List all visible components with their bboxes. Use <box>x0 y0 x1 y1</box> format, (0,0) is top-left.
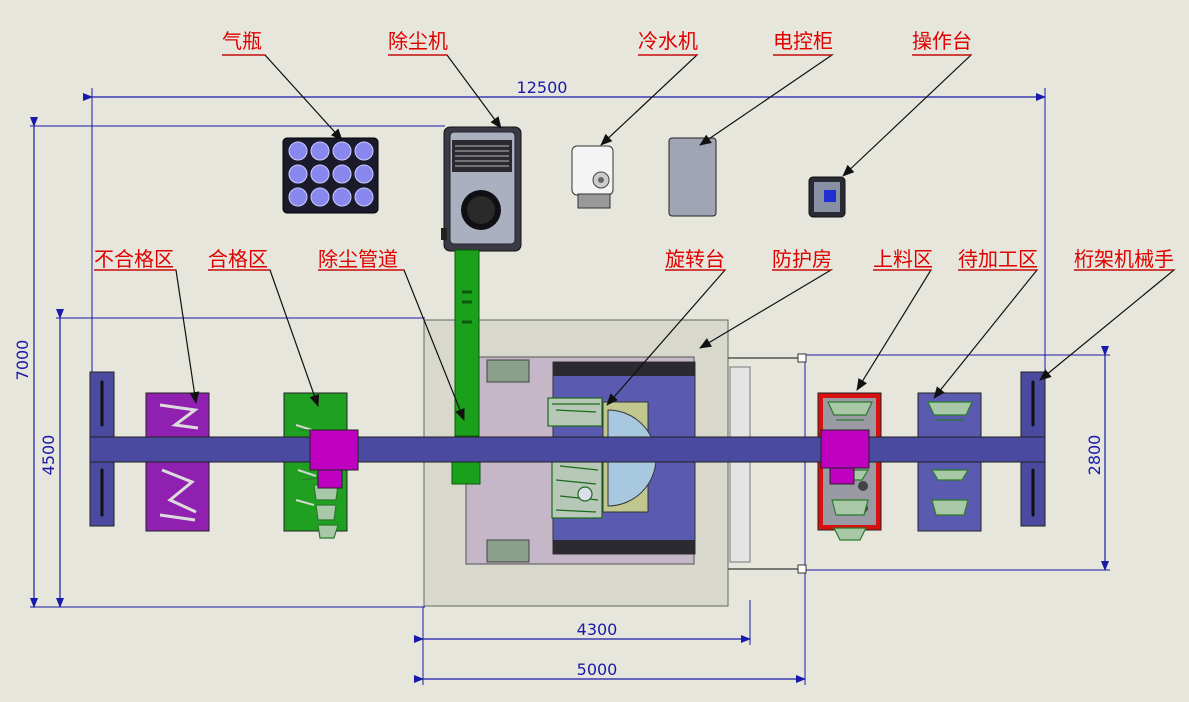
label-gantry-robot: 桁架机械手 <box>1074 247 1174 271</box>
label-protection-room: 防护房 <box>772 247 832 271</box>
dim-width-4300: 4300 <box>577 620 618 639</box>
label-dust-collector: 除尘机 <box>388 29 448 53</box>
dust-collector <box>441 126 522 252</box>
label-pending-area: 待加工区 <box>958 247 1038 271</box>
rotary-table-fixture <box>547 397 603 519</box>
gantry-beam <box>89 436 1046 463</box>
label-control-cabinet: 电控柜 <box>773 29 833 53</box>
dim-height-2800: 2800 <box>1085 435 1104 476</box>
label-loading-area: 上料区 <box>873 247 933 271</box>
dust-pipe <box>451 249 481 485</box>
chiller <box>571 145 614 209</box>
dim-height-4500: 4500 <box>39 435 58 476</box>
dim-width-5000: 5000 <box>577 660 618 679</box>
dim-overall-width: 12500 <box>517 78 568 97</box>
operation-console <box>808 176 846 218</box>
gripper-left <box>309 429 359 489</box>
protection-room <box>423 319 807 607</box>
label-unqualified-area: 不合格区 <box>94 247 174 271</box>
label-chiller: 冷水机 <box>638 29 698 53</box>
dim-overall-height: 7000 <box>13 340 32 381</box>
label-rotary-table: 旋转台 <box>665 247 725 271</box>
label-gas-bottle: 气瓶 <box>222 29 262 53</box>
gas-bottle-rack <box>282 137 379 214</box>
control-cabinet <box>668 137 717 217</box>
label-dust-pipe: 除尘管道 <box>318 247 398 271</box>
gripper-right <box>820 429 870 485</box>
label-underlines <box>94 54 1174 271</box>
extension-lines <box>30 88 1110 685</box>
label-operation-console: 操作台 <box>912 29 972 53</box>
dimension-lines <box>30 93 1109 683</box>
label-qualified-area: 合格区 <box>208 247 268 271</box>
